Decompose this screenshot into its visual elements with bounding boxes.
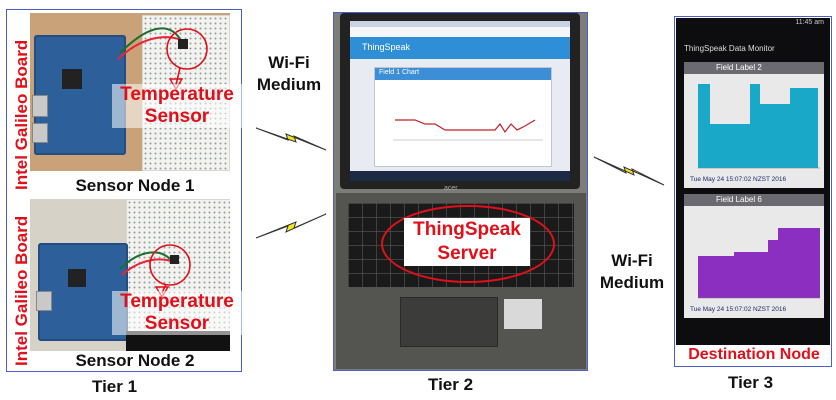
temperature-sensor-label-1: Temperature Sensor xyxy=(112,84,242,128)
right-wifi-label: Wi-Fi xyxy=(611,251,653,270)
server-highlight-ellipse xyxy=(381,205,555,283)
sensor-node-1-label: Sensor Node 1 xyxy=(75,176,195,195)
tier3-label: Tier 3 xyxy=(728,373,774,392)
phone-chart-2-title: Field Label 6 xyxy=(716,195,762,204)
phone-chart-1-date: Tue May 24 15:07:02 NZST 2016 xyxy=(690,176,787,183)
left-medium-label: Medium xyxy=(256,75,322,94)
temperature-sensor-label-2-line1: Temperature xyxy=(120,291,234,312)
phone-chart-1-title: Field Label 2 xyxy=(716,63,762,72)
board-label-1: Intel Galileo Board xyxy=(12,39,31,190)
thingspeak-app-bar: ThingSpeak xyxy=(350,37,570,59)
right-wifi-medium-label: Wi-Fi Medium xyxy=(588,250,676,294)
lightning-icon-right xyxy=(593,156,665,186)
temperature-sensor-label-1-line1: Temperature xyxy=(120,84,234,105)
laptop-keyboard xyxy=(348,203,574,287)
field-chart-title: Field 1 Chart xyxy=(379,69,420,76)
thingspeak-browser-title: ThingSpeak xyxy=(362,42,411,52)
phone-chart-1-plot xyxy=(698,84,820,169)
galileo-board-1 xyxy=(32,35,126,155)
thingspeak-server-label-line2: Server xyxy=(437,243,497,264)
laptop-brand: acer xyxy=(444,185,458,192)
board-label-2: Intel Galileo Board xyxy=(12,215,31,366)
destination-node-label: Destination Node xyxy=(688,346,820,363)
phone-chart-2-plot xyxy=(698,228,820,299)
phone-photo: 11:45 am ThingSpeak Data Monitor Field L… xyxy=(676,18,830,345)
temperature-sensor-label-1-line2: Sensor xyxy=(144,106,210,127)
tier2-label: Tier 2 xyxy=(428,375,474,394)
laptop-touchpad xyxy=(400,297,498,347)
phone-status-bar: 11:45 am xyxy=(676,18,830,30)
field-chart-plot xyxy=(393,119,543,141)
temperature-sensor-label-2-line2: Sensor xyxy=(144,313,210,334)
laptop-screen: ThingSpeak Field 1 Chart xyxy=(350,21,570,181)
temperature-sensor-label-2: Temperature Sensor xyxy=(112,291,242,335)
lightning-icon-top xyxy=(255,127,327,151)
phone-status-time: 11:45 am xyxy=(795,19,824,26)
right-medium-label: Medium xyxy=(599,273,665,292)
sensor-node-2-label: Sensor Node 2 xyxy=(75,351,195,370)
phone-app-title: ThingSpeak Data Monitor xyxy=(684,44,775,53)
phone-chart-2: Field Label 6 Tue May 24 15:07:02 NZST 2… xyxy=(684,194,824,318)
tier1-label: Tier 1 xyxy=(92,377,138,396)
left-wifi-medium-label: Wi-Fi Medium xyxy=(246,52,332,96)
left-wifi-label: Wi-Fi xyxy=(268,53,310,72)
thingspeak-server-label-line1: ThingSpeak xyxy=(413,219,521,240)
phone-chart-1: Field Label 2 Tue May 24 15:07:02 NZST 2… xyxy=(684,62,824,188)
lightning-icon-bottom xyxy=(255,213,327,239)
thingspeak-server-label: ThingSpeak Server xyxy=(404,218,530,266)
field-chart-panel: Field 1 Chart xyxy=(374,67,552,167)
laptop-photo: ThingSpeak Field 1 Chart acer xyxy=(334,13,587,370)
phone-chart-2-date: Tue May 24 15:07:02 NZST 2016 xyxy=(690,306,787,313)
